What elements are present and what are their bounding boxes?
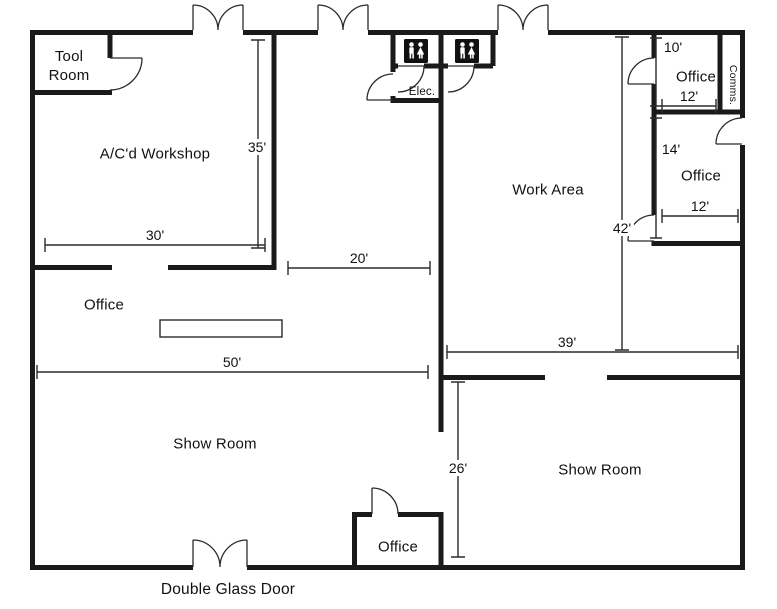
dimension-label-office1-width: 12' — [679, 88, 699, 104]
room-label-work-area: Work Area — [512, 181, 584, 199]
walls — [30, 30, 745, 570]
dimension-line-30 — [44, 238, 266, 252]
dimension-label-workshop-width: 30' — [145, 227, 165, 243]
room-label-office-top-2: Office — [680, 167, 722, 185]
door-elec — [366, 73, 394, 101]
door-bottom-office — [371, 487, 399, 515]
tool-room-walls — [30, 30, 113, 95]
room-label-office-top-1: Office — [675, 68, 717, 86]
double-door-center — [317, 4, 369, 31]
annotation-double-glass-door: Double Glass Door — [160, 581, 296, 598]
dimension-line-20 — [287, 261, 431, 275]
dimension-label-showroom-right-height: 26' — [445, 460, 471, 476]
room-label-show-room-right: Show Room — [558, 461, 642, 479]
door-office-top-right-2 — [627, 214, 655, 242]
dimension-label-workshop-height: 35' — [244, 139, 270, 155]
double-door-workshop — [192, 4, 244, 31]
dimension-line-10 — [650, 37, 662, 107]
dimension-line-12b — [661, 209, 739, 223]
room-label-show-room-left: Show Room — [173, 435, 257, 453]
dimension-line-42 — [615, 36, 629, 351]
office-desk — [159, 319, 283, 338]
dimension-label-work-area-width: 39' — [557, 334, 577, 350]
top-right-office-walls — [651, 30, 745, 246]
room-label-office-bottom: Office — [377, 538, 419, 556]
room-label-elec: Elec. — [408, 86, 436, 98]
dimension-label-showroom-width: 50' — [222, 354, 242, 370]
room-label-office-left: Office — [83, 296, 125, 314]
room-label-workshop: A/C'd Workshop — [99, 145, 211, 163]
dimension-line-50 — [36, 365, 429, 379]
dimension-line-39 — [446, 345, 739, 359]
double-glass-door-arcs — [192, 539, 248, 568]
dimension-lines — [36, 36, 739, 558]
bottom-office-walls — [352, 512, 444, 568]
dimension-label-office2-height: 14' — [658, 141, 684, 157]
dimension-label-opening-width: 20' — [349, 250, 369, 266]
door-restroom-right — [447, 65, 475, 93]
workarea-showroom-wall — [438, 375, 745, 432]
restroom-icon — [404, 39, 428, 63]
double-door-work-area — [497, 4, 549, 31]
door-arcs — [109, 4, 743, 568]
dimension-label-work-area-height: 42' — [609, 220, 635, 236]
dimension-line-12a — [661, 99, 717, 113]
door-tool-room — [109, 57, 143, 91]
door-right-wall — [715, 117, 743, 145]
door-office-top-right-1 — [627, 57, 655, 85]
dimension-label-office2-width: 12' — [690, 198, 710, 214]
door-restroom-left — [397, 65, 425, 93]
dimension-line-14 — [650, 117, 662, 239]
restroom-icon — [455, 39, 479, 63]
room-label-tool-room: Tool Room — [48, 48, 90, 84]
dimension-label-office1-height: 10' — [660, 39, 686, 55]
room-label-comms: Comms. — [727, 64, 739, 106]
